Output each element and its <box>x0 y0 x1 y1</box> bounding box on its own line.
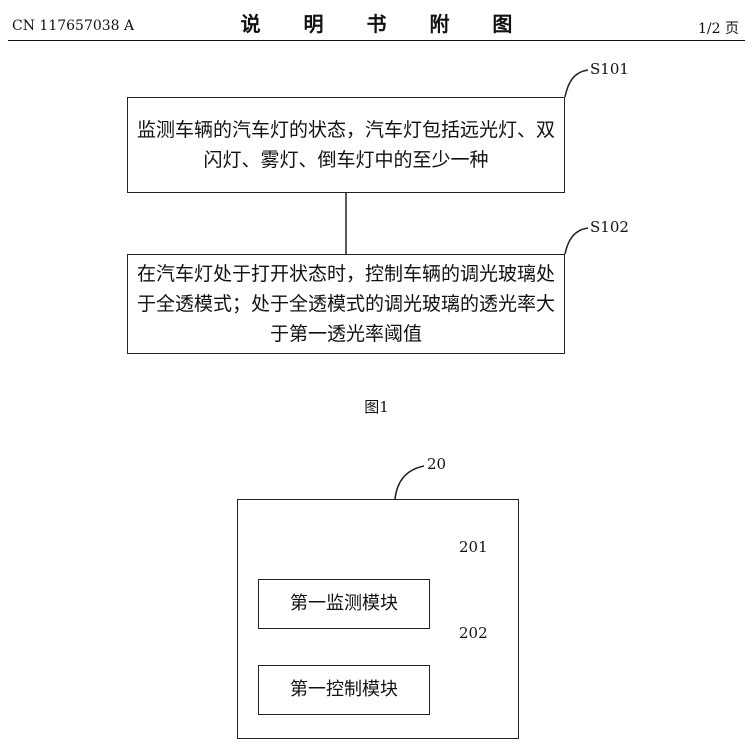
step-s102-box: 在汽车灯处于打开状态时，控制车辆的调光玻璃处于全透模式；处于全透模式的调光玻璃的… <box>127 254 565 354</box>
step-s102-label: S102 <box>590 218 629 236</box>
step-s102-text: 在汽车灯处于打开状态时，控制车辆的调光玻璃处于全透模式；处于全透模式的调光玻璃的… <box>136 263 555 345</box>
step-s101-box: 监测车辆的汽车灯的状态，汽车灯包括远光灯、双闪灯、雾灯、倒车灯中的至少一种 <box>127 97 565 193</box>
s101-leader <box>564 69 589 98</box>
module-201-text: 第一监测模块 <box>290 593 398 614</box>
publication-number: CN 117657038 A <box>12 18 135 34</box>
module-202-text: 第一控制模块 <box>290 679 398 700</box>
figure-1-caption: 图1 <box>364 398 389 416</box>
header-divider <box>8 40 745 41</box>
module-202-label: 202 <box>459 624 488 642</box>
label-20-leader <box>394 465 425 500</box>
system-20-label: 20 <box>427 455 447 473</box>
module-202-box: 第一控制模块 <box>258 665 430 715</box>
step-s101-label: S101 <box>590 60 629 78</box>
page-number: 1/2 页 <box>698 21 739 37</box>
module-201-box: 第一监测模块 <box>258 579 430 629</box>
s102-leader <box>564 227 589 255</box>
module-201-label: 201 <box>459 538 488 556</box>
step-s101-text: 监测车辆的汽车灯的状态，汽车灯包括远光灯、双闪灯、雾灯、倒车灯中的至少一种 <box>136 119 555 171</box>
page-title: 说 明 书 附 图 <box>240 12 531 36</box>
